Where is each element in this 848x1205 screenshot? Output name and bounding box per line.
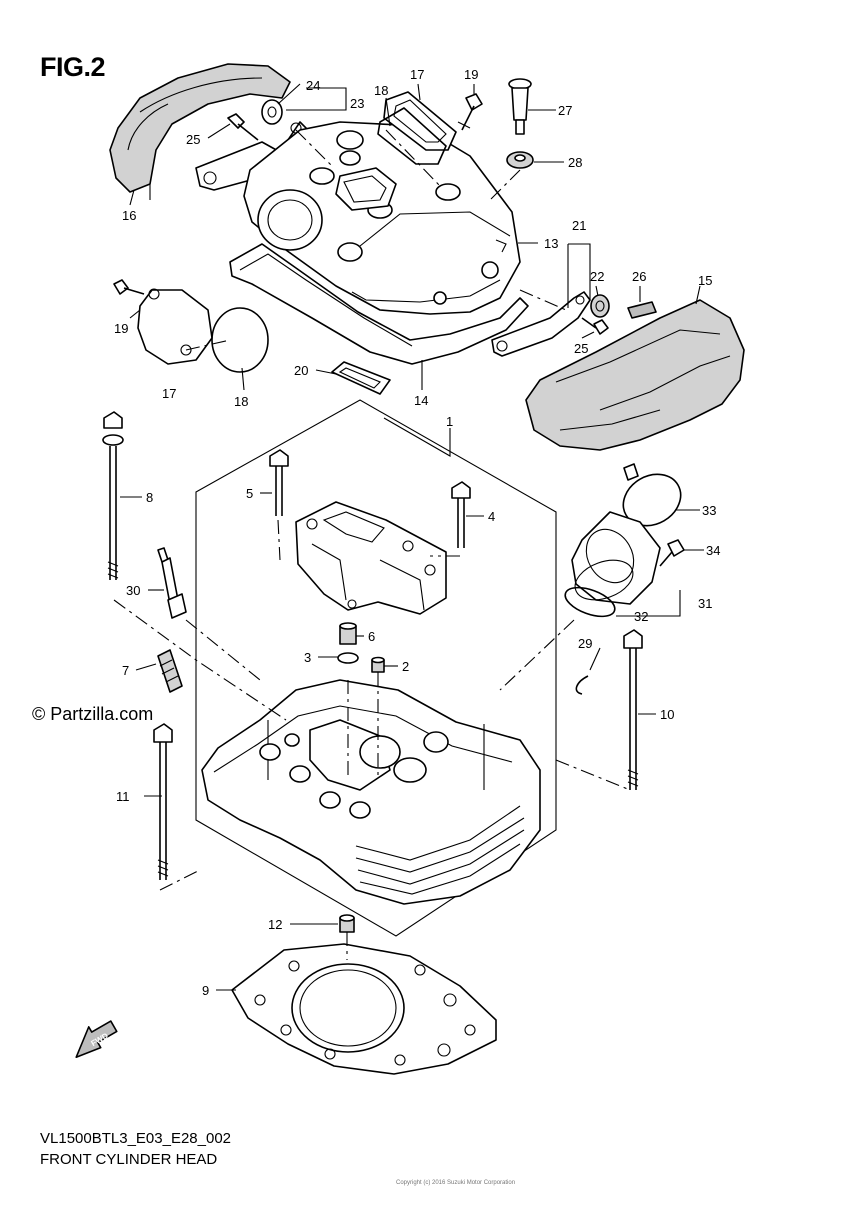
callout-34: 34	[706, 543, 720, 558]
part-33-clamp	[622, 463, 682, 527]
callout-25-right: 25	[574, 341, 588, 356]
part-18-oring-left	[211, 307, 269, 373]
callout-23: 23	[350, 96, 364, 111]
part-32-oring	[564, 586, 616, 618]
callout-9: 9	[202, 983, 209, 998]
part-29-clip	[575, 675, 589, 695]
callout-3: 3	[304, 650, 311, 665]
callout-15: 15	[698, 273, 712, 288]
callout-32: 32	[634, 609, 648, 624]
part-5-bolt	[269, 449, 289, 516]
part-25-bolt-upper	[227, 113, 259, 141]
part-16-side-cover	[109, 63, 291, 200]
callout-17-upper: 17	[410, 67, 424, 82]
part-17-cover-plate-left	[137, 288, 213, 365]
callout-5: 5	[246, 486, 253, 501]
part-18-oring-upper	[377, 107, 447, 165]
callout-16: 16	[122, 208, 136, 223]
callout-10: 10	[660, 707, 674, 722]
callout-29: 29	[578, 636, 592, 651]
part-9-head-gasket	[231, 943, 497, 1075]
part-27-bolt	[508, 78, 532, 135]
callout-21: 21	[572, 218, 586, 233]
part-6-collar	[339, 622, 357, 645]
part-1-cylinder-head	[201, 679, 541, 905]
callout-8: 8	[146, 490, 153, 505]
cam-holder	[295, 501, 447, 615]
callout-4: 4	[488, 509, 495, 524]
part-13-head-cover	[243, 121, 521, 315]
part-21-bracket	[491, 291, 591, 357]
part-3-oring	[337, 652, 359, 664]
callout-7: 7	[122, 663, 129, 678]
callout-14: 14	[414, 393, 428, 408]
model-code: VL1500BTL3_E03_E28_002	[40, 1130, 232, 1147]
fwd-arrow: FWD	[75, 1020, 118, 1058]
part-31-intake-pipe	[571, 511, 661, 605]
callout-12: 12	[268, 917, 282, 932]
part-2-dowel	[371, 656, 385, 673]
part-22-grommet	[590, 294, 610, 318]
part-8-stud-bolt	[102, 411, 124, 580]
callout-27: 27	[558, 103, 572, 118]
part-17-cover-plate-upper	[383, 91, 457, 151]
part-25-bolt-right	[581, 317, 609, 335]
callout-18-upper: 18	[374, 83, 388, 98]
part-28-washer	[506, 151, 534, 169]
part-11-bolt	[153, 723, 173, 880]
part-4-bolt	[451, 481, 471, 548]
callout-6: 6	[368, 629, 375, 644]
part-19-bolt-left	[113, 279, 145, 295]
callout-2: 2	[402, 659, 409, 674]
callout-19-left: 19	[114, 321, 128, 336]
part-19-bolt-upper	[457, 93, 483, 131]
part-7-union	[157, 649, 183, 693]
leader-lines	[120, 83, 704, 991]
part-14-gasket	[229, 243, 529, 365]
part-10-bolt	[623, 629, 643, 790]
callout-18-left: 18	[234, 394, 248, 409]
callout-30: 30	[126, 583, 140, 598]
reference-lines	[113, 129, 631, 960]
callout-25-upper: 25	[186, 132, 200, 147]
figure-title: FIG.2	[40, 52, 106, 82]
callout-24: 24	[306, 78, 320, 93]
part-26-pad	[627, 301, 657, 319]
callout-26: 26	[632, 269, 646, 284]
callout-22: 22	[590, 269, 604, 284]
callout-28: 28	[568, 155, 582, 170]
callout-31: 31	[698, 596, 712, 611]
part-24-grommet	[261, 99, 283, 125]
watermark: © Partzilla.com	[32, 704, 154, 724]
copyright-note: Copyright (c) 2016 Suzuki Motor Corporat…	[396, 1180, 516, 1186]
assembly-name: FRONT CYLINDER HEAD	[40, 1151, 218, 1168]
callout-labels: 1 2 3 4 5 6 7 8 9 10 11 12 13 14 15 16 1…	[114, 67, 720, 998]
callout-33: 33	[702, 503, 716, 518]
part-15-side-cover	[525, 299, 745, 451]
callout-17-left: 17	[162, 386, 176, 401]
callout-20: 20	[294, 363, 308, 378]
part-20-gasket	[331, 361, 391, 395]
callout-19-upper: 19	[464, 67, 478, 82]
callout-11: 11	[116, 789, 130, 804]
part-12-dowel	[339, 914, 355, 933]
assembly-outline	[195, 399, 557, 937]
callout-13: 13	[544, 236, 558, 251]
part-34-screw	[659, 539, 685, 567]
callout-1: 1	[446, 414, 453, 429]
part-30-spark-plug	[157, 547, 187, 619]
